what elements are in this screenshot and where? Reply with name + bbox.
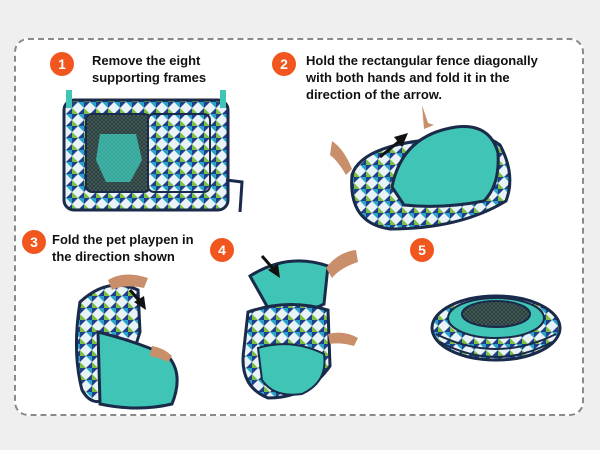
playpen-fold-step3-illustration [74,274,179,410]
arrow-icon [379,133,408,159]
step-2-text: Hold the rectangular fence diagonally wi… [306,53,538,102]
playpen-fold-step4-illustration [241,250,358,400]
hand-illustration [108,274,148,290]
playpen-flat-illustration [62,90,244,213]
arrow-icon [260,255,280,278]
step-4-badge: 4 [210,238,234,262]
step-3-text: Fold the pet playpen in the direction sh… [52,232,194,264]
hand-illustration [330,141,352,175]
playpen-folding-diagonal-illustration [330,105,512,231]
arrow-icon [128,289,146,310]
step-2-badge: 2 [272,52,296,76]
hand-illustration [326,250,358,278]
playpen-folded-illustration [430,294,562,362]
step-3-badge: 3 [22,230,46,254]
step-1-text: Remove the eight supporting frames [92,53,207,85]
step-5-badge: 5 [410,238,434,262]
step-1-badge: 1 [50,52,74,76]
